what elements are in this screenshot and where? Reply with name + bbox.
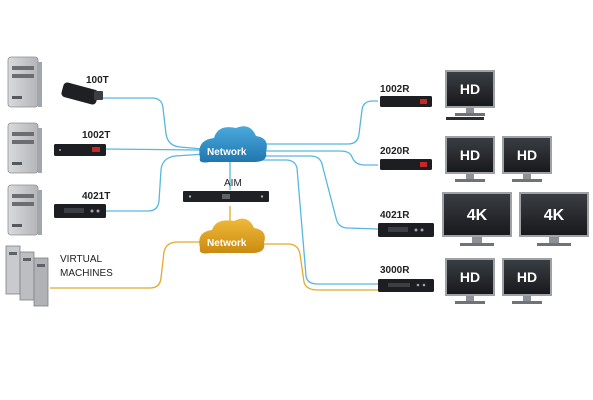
receiver-3000r-device <box>378 279 434 292</box>
link-100t <box>103 97 215 151</box>
link-4021r <box>258 155 379 230</box>
monitor-3000r-2 <box>502 258 552 304</box>
transmitter-4021t-label: 4021T <box>82 191 110 202</box>
monitor-3000r-1-text: HD <box>460 269 480 285</box>
network-cloud-blue <box>199 126 267 163</box>
monitor-3000r-1 <box>445 258 495 304</box>
transmitter-1002t-label: 1002T <box>82 130 110 141</box>
link-1002t <box>105 148 201 151</box>
monitor-1002r-1 <box>445 70 495 120</box>
link-4021t <box>106 153 206 212</box>
aim-label: AIM <box>224 178 242 189</box>
link-1002r <box>255 100 378 145</box>
receiver-3000r-label: 3000R <box>380 265 410 276</box>
receiver-4021r-device <box>378 223 434 237</box>
link-3000r <box>250 159 378 285</box>
link-2020r <box>262 150 378 166</box>
virtual-machines-label-2: MACHINES <box>60 268 113 279</box>
link-vm <box>50 241 202 289</box>
receiver-4021r-label: 4021R <box>380 210 410 221</box>
network-cloud-orange <box>199 218 265 254</box>
pc-tower-2 <box>7 122 42 174</box>
monitor-1002r-1-text: HD <box>460 81 480 97</box>
monitor-4021r-1-text: 4K <box>467 207 488 224</box>
pc-tower-3 <box>7 184 42 236</box>
network-label-blue: Network <box>207 147 247 158</box>
link-orange-3000r <box>260 243 378 291</box>
monitor-4021r-1 <box>442 192 512 246</box>
receiver-2020r-device <box>380 159 432 170</box>
monitor-2020r-1 <box>445 136 495 182</box>
monitor-3000r-2-text: HD <box>517 269 537 285</box>
monitor-2020r-2 <box>502 136 552 182</box>
transmitter-4021t-device <box>54 204 106 218</box>
virtual-machines-icon <box>5 245 49 307</box>
monitor-4021r-2 <box>519 192 589 246</box>
monitor-4021r-2-text: 4K <box>544 207 565 224</box>
receiver-1002r-device <box>380 96 432 107</box>
blue-connections <box>103 97 379 285</box>
monitor-2020r-2-text: HD <box>517 147 537 163</box>
network-label-orange: Network <box>207 238 247 249</box>
pc-tower-1 <box>7 56 42 108</box>
receiver-1002r-label: 1002R <box>380 84 410 95</box>
monitor-2020r-1-text: HD <box>460 147 480 163</box>
virtual-machines-label-1: VIRTUAL <box>60 254 102 265</box>
receiver-2020r-label: 2020R <box>380 146 410 157</box>
transmitter-100t-device <box>61 82 103 105</box>
transmitter-1002t-device <box>54 144 106 156</box>
transmitter-100t-label: 100T <box>86 75 109 86</box>
aim-server-device <box>183 191 269 202</box>
